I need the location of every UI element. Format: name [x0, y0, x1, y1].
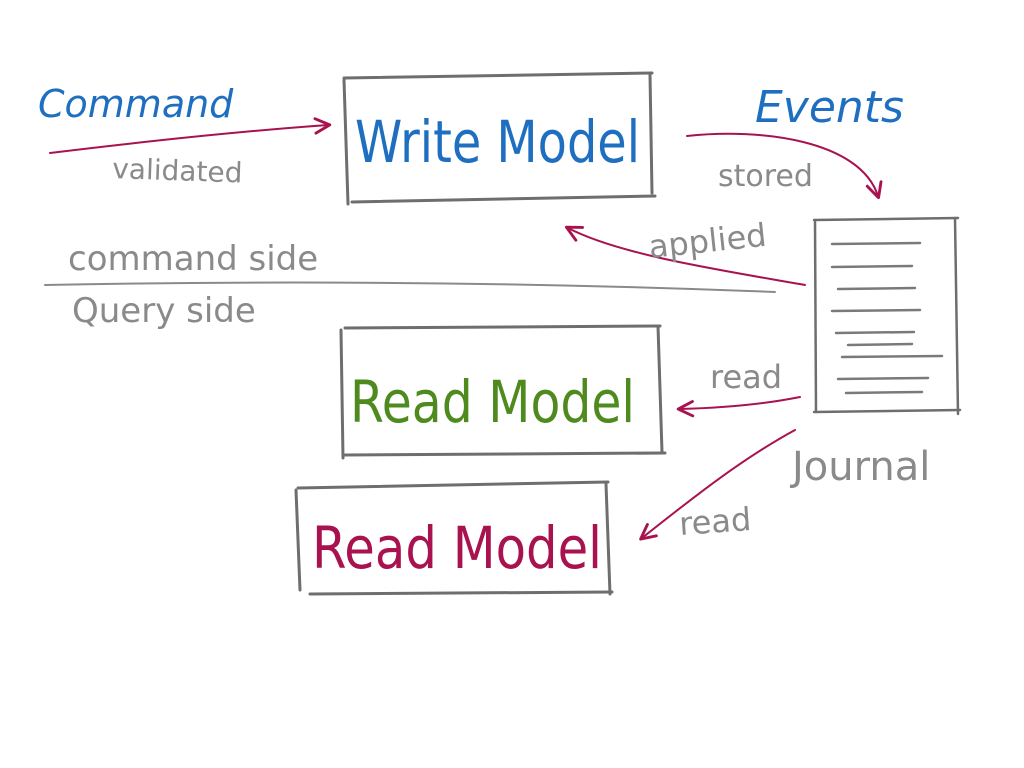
command-side-label: command side	[68, 239, 318, 279]
stored-arrow	[686, 132, 883, 200]
write-model-box	[342, 71, 657, 206]
journal-label: Journal	[789, 444, 930, 490]
query-side-label: Query side	[72, 291, 256, 331]
read-model-2-box	[294, 480, 614, 596]
side-separator-line	[44, 281, 776, 293]
applied-label: applied	[647, 216, 768, 266]
write-model-label: Write Model	[355, 108, 640, 176]
read-model-2-label: Read Model	[312, 514, 602, 582]
stored-label: stored	[718, 159, 813, 194]
command-arrow	[49, 117, 332, 154]
applied-arrow	[564, 225, 806, 286]
read-arrow-2	[639, 429, 796, 541]
validated-label: validated	[112, 152, 243, 190]
command-label: Command	[38, 82, 234, 126]
read-arrow-1	[676, 396, 801, 418]
journal-document	[812, 216, 962, 416]
read-model-1-box	[339, 324, 667, 460]
events-label: Events	[755, 82, 904, 133]
read-model-1-label: Read Model	[350, 368, 635, 436]
read-label-1: read	[710, 358, 782, 396]
read-label-2: read	[678, 500, 753, 543]
